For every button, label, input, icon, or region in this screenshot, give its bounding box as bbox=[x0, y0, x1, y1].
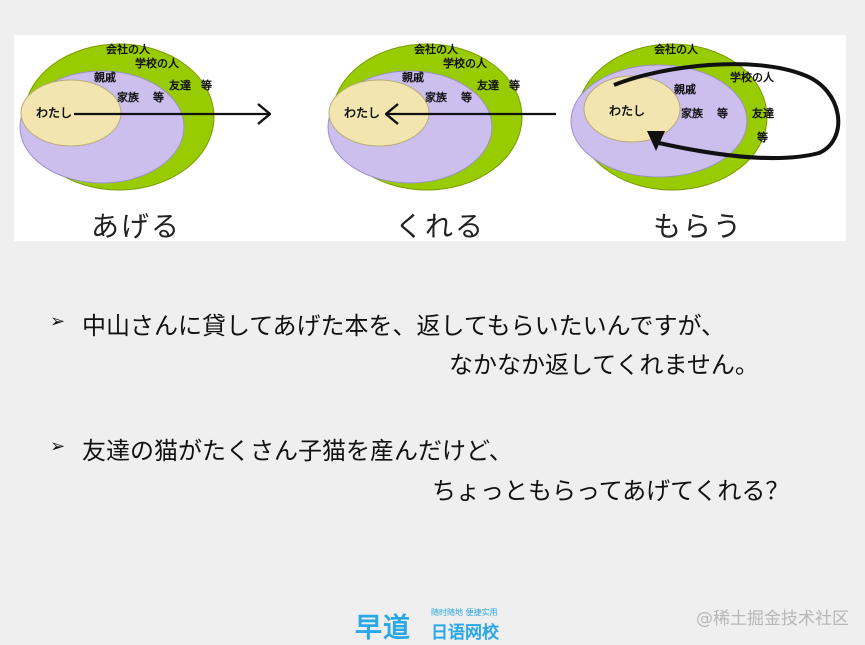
arrowhead-bullet-icon: ➢ bbox=[50, 311, 66, 332]
sentence-1-line-1: 中山さんに貸してあげた本を、返してもらいたいんですが、 bbox=[82, 312, 725, 340]
label-school: 学校の人 bbox=[443, 56, 488, 70]
brand-logo: 早道 随时随地 便捷实用 日语网校 bbox=[355, 604, 515, 644]
logo-tagline: 随时随地 便捷实用 bbox=[431, 608, 498, 617]
label-friends: 友達 bbox=[477, 78, 499, 92]
label-relatives: 親戚 bbox=[674, 82, 696, 96]
label-friends: 友達 bbox=[169, 78, 191, 92]
label-family: 家族 bbox=[681, 106, 704, 120]
label-family: 家族 bbox=[117, 90, 140, 104]
sentence-1-line-2: なかなか返してくれません。 bbox=[449, 351, 759, 379]
label-friends-etc: 等 bbox=[756, 130, 768, 144]
label-family: 家族 bbox=[425, 90, 448, 104]
label-company: 会社の人 bbox=[654, 42, 699, 56]
diagram-kureru: 会社の人 学校の人 親戚 家族 等 友達 等 わたし bbox=[327, 42, 556, 191]
diagram-panel: 会社の人 学校の人 親戚 家族 等 友達 等 わたし 会社の人 学校の人 親戚 … bbox=[14, 35, 846, 243]
label-friends: 友達 bbox=[752, 106, 774, 120]
label-relatives: 親戚 bbox=[94, 70, 116, 84]
arrowhead-bullet-icon: ➢ bbox=[50, 436, 66, 457]
label-relatives: 親戚 bbox=[402, 70, 424, 84]
diagram-morau: 会社の人 学校の人 親戚 家族 等 友達 等 わたし bbox=[570, 42, 841, 191]
label-family-etc: 等 bbox=[716, 106, 728, 120]
sentence-2-line-2: ちょっともらってあげてくれる？ bbox=[432, 477, 790, 505]
caption-morau: もらう bbox=[652, 210, 743, 243]
inner-ring bbox=[583, 75, 681, 143]
caption-kureru: くれる bbox=[394, 210, 485, 243]
label-company: 会社の人 bbox=[414, 42, 459, 56]
sentence-2-line-1: 友達の猫がたくさん子猫を産んだけど、 bbox=[82, 437, 513, 465]
label-family-etc: 等 bbox=[460, 90, 472, 104]
label-me: わたし bbox=[36, 106, 72, 120]
giving-receiving-diagrams: 会社の人 学校の人 親戚 家族 等 友達 等 わたし 会社の人 学校の人 親戚 … bbox=[19, 42, 841, 191]
label-friends-etc: 等 bbox=[508, 78, 520, 92]
watermark: @稀土掘金技术社区 bbox=[696, 609, 849, 629]
diagram-ageru: 会社の人 学校の人 親戚 家族 等 友達 等 わたし bbox=[19, 42, 270, 191]
label-company: 会社の人 bbox=[106, 42, 151, 56]
label-me: わたし bbox=[344, 106, 380, 120]
label-me: わたし bbox=[609, 104, 645, 118]
loop-arrowhead bbox=[647, 131, 665, 151]
label-family-etc: 等 bbox=[152, 90, 164, 104]
label-school: 学校の人 bbox=[135, 56, 180, 70]
label-friends-etc: 等 bbox=[200, 78, 212, 92]
caption-ageru: あげる bbox=[90, 210, 181, 243]
logo-subtitle: 日语网校 bbox=[431, 623, 499, 643]
label-school: 学校の人 bbox=[730, 70, 775, 84]
logo-main-text: 早道 bbox=[355, 613, 411, 644]
loop-arrow bbox=[613, 62, 841, 161]
